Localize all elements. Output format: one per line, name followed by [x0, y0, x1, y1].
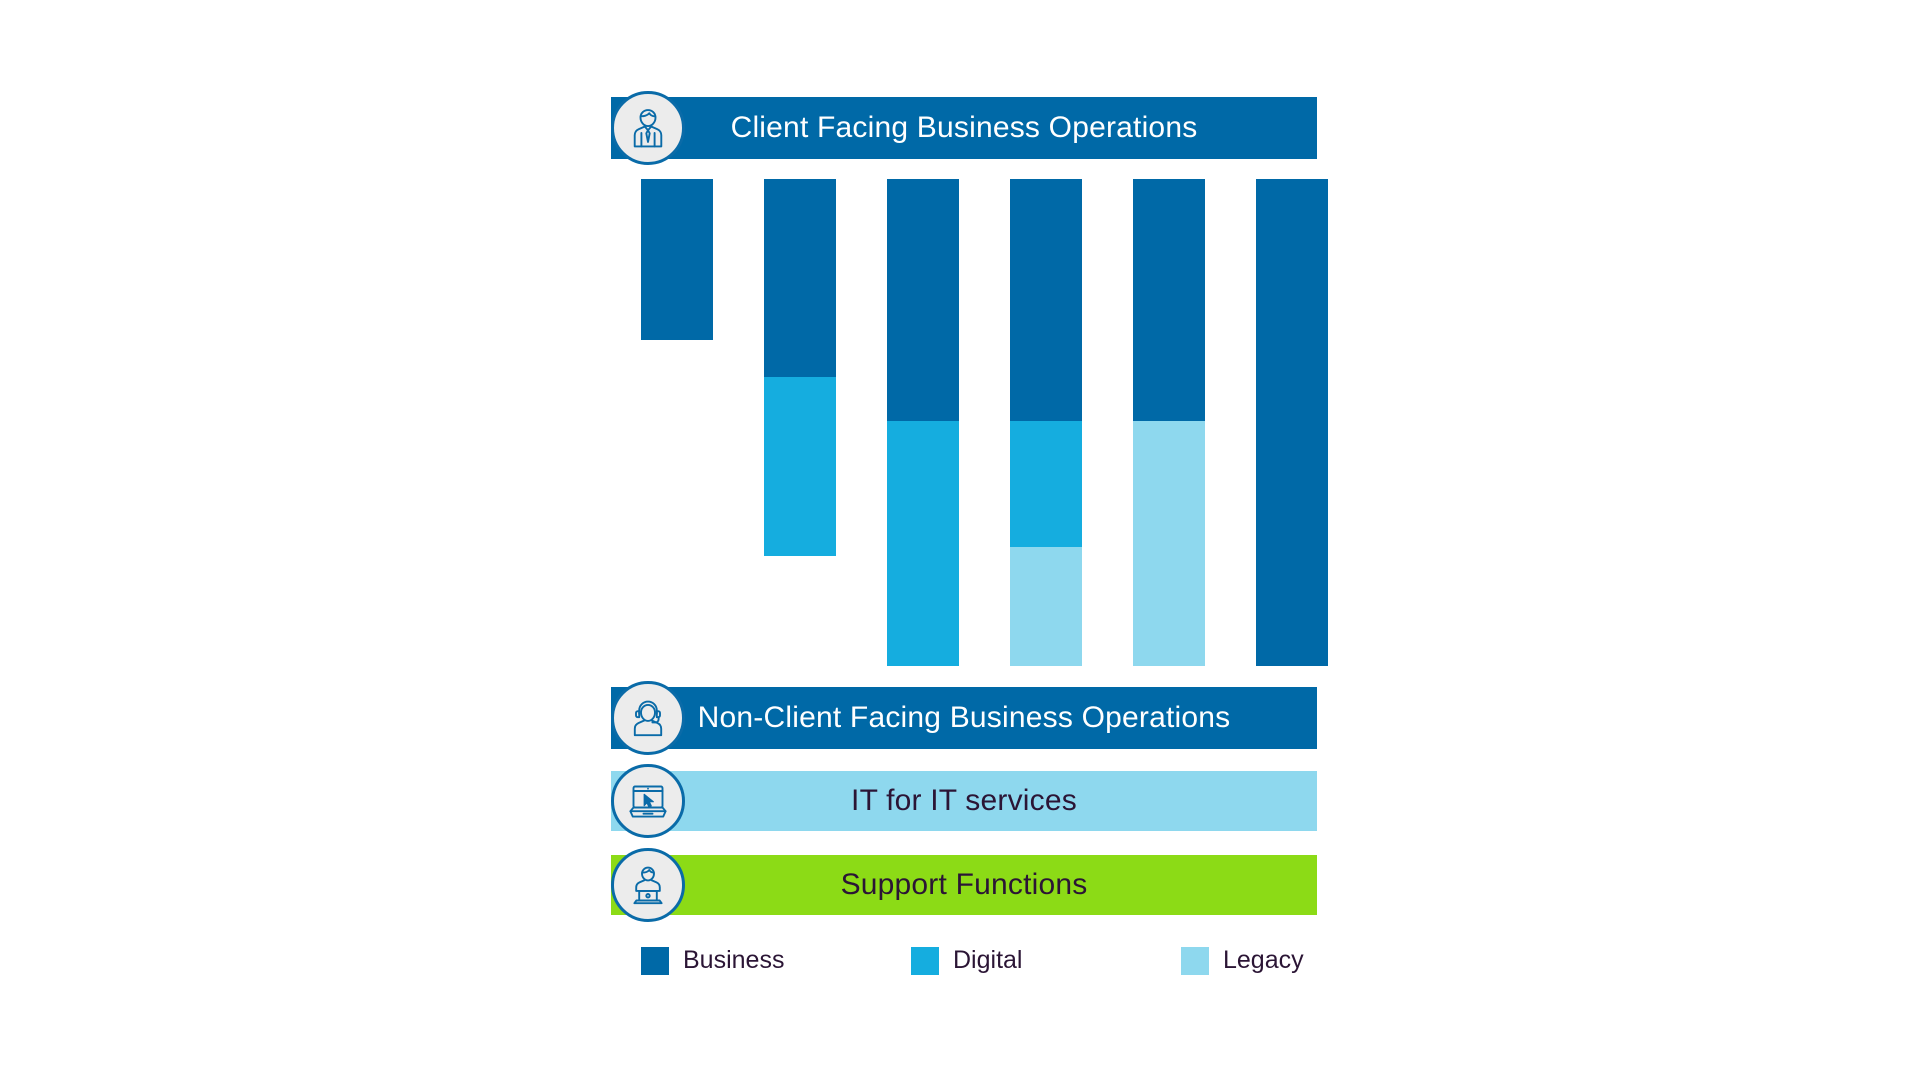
band-label: Support Functions [840, 868, 1088, 901]
bar-segment-legacy [1133, 421, 1205, 666]
legend-item-legacy[interactable]: Legacy [1181, 946, 1304, 975]
bar-4 [1010, 179, 1082, 666]
band-fill [611, 855, 1317, 915]
band-label: Client Facing Business Operations [730, 111, 1198, 144]
legend-swatch-digital [911, 946, 939, 975]
legend-label: Legacy [1223, 946, 1304, 974]
legend-item-digital[interactable]: Digital [911, 946, 1022, 975]
band-fill [611, 771, 1317, 831]
legend-swatch-business [641, 946, 669, 975]
bar-2 [764, 179, 836, 556]
band-fill [611, 687, 1317, 749]
laptop-cursor-icon [611, 764, 685, 838]
band-label: IT for IT services [851, 784, 1077, 817]
bar-segment-business [1010, 179, 1082, 421]
bar-segment-digital [887, 421, 959, 666]
band-non-client-facing-business-operations[interactable]: Non-Client Facing Business Operations [611, 681, 1317, 755]
businessman-icon [611, 91, 685, 165]
person-laptop-icon [611, 848, 685, 922]
stacked-bar-chart [641, 179, 1331, 666]
band-label: Non-Client Facing Business Operations [697, 701, 1231, 734]
bar-segment-digital [764, 377, 836, 556]
bar-6 [1256, 179, 1328, 666]
bar-5 [1133, 179, 1205, 666]
legend-item-business[interactable]: Business [641, 946, 784, 975]
legend-label: Digital [953, 946, 1023, 974]
bar-segment-business [887, 179, 959, 421]
bar-segment-digital [1010, 421, 1082, 547]
band-it-for-it-services[interactable]: IT for IT services [611, 764, 1317, 838]
bar-segment-legacy [1010, 547, 1082, 666]
band-client-facing-business-operations[interactable]: Client Facing Business Operations [611, 91, 1317, 165]
bar-3 [887, 179, 959, 666]
bar-segment-business [1256, 179, 1328, 666]
bar-segment-business [1133, 179, 1205, 421]
legend-label: Business [683, 946, 785, 974]
legend-swatch-legacy [1181, 946, 1209, 975]
headset-agent-icon [611, 681, 685, 755]
bar-segment-business [641, 179, 713, 340]
band-fill [611, 97, 1317, 159]
chart-legend: Business Digital Legacy [641, 946, 1331, 986]
band-support-functions[interactable]: Support Functions [611, 848, 1317, 922]
bar-1 [641, 179, 713, 340]
bar-segment-business [764, 179, 836, 377]
